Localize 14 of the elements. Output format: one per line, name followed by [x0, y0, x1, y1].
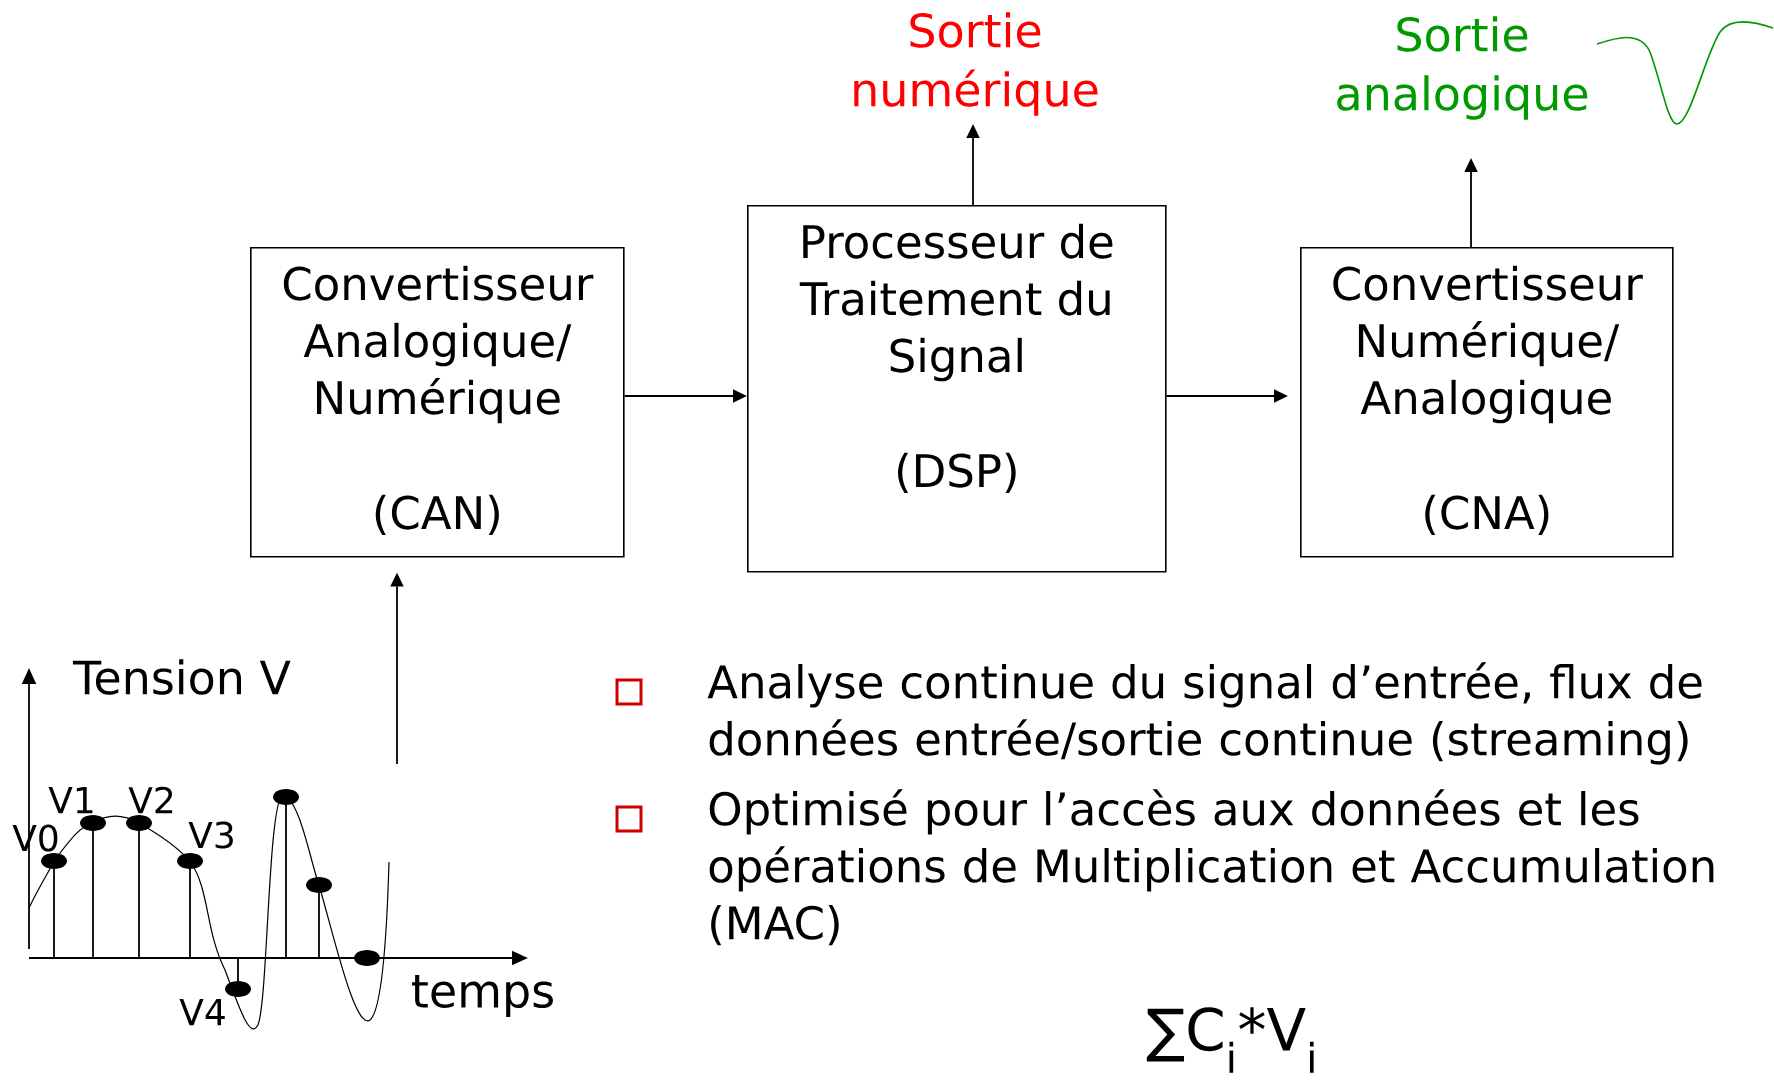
converter-box: Convertisseur Analogique/ Numérique (CAN) [250, 247, 625, 558]
sample-label: V2 [128, 786, 173, 814]
processor-box: Processeur de Traitement du Signal (DSP) [747, 205, 1167, 573]
bullet-text: Optimisé pour l’accès aux données et les opérations de Multiplication et Accumulation (MAC) [709, 789, 1714, 946]
bullet-text: Analyse continue du signal d’entrée, flux de données entrée/sortie continue (streaming) [707, 662, 1702, 765]
formula: ∑C$_{i}$*V$_{i}$ [1146, 1007, 1314, 1073]
converter-box: Convertisseur Numérique/ Analogique (CNA) [1300, 247, 1674, 558]
sample-label: V4 [179, 998, 225, 1026]
output-label: Sortie analogique [1337, 16, 1588, 120]
sample-label: V3 [188, 821, 233, 849]
axis-label: Tension V [72, 659, 291, 695]
axis-label: temps [412, 975, 553, 1017]
sample-label: V1 [48, 786, 93, 814]
output-label: Sortie numérique [854, 12, 1098, 116]
